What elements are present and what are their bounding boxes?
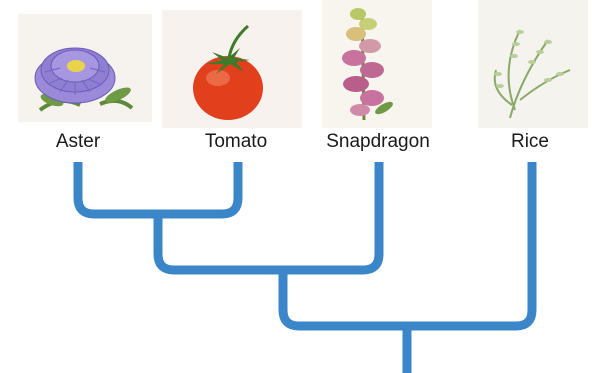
taxon-label-aster: Aster: [56, 130, 100, 154]
cladogram-branches: [78, 162, 532, 373]
branch-aster-tomato: [78, 162, 238, 214]
taxon-label-tomato: Tomato: [205, 130, 267, 154]
taxon-label-rice: Rice: [511, 130, 549, 154]
branch-clade-rice: [283, 162, 532, 326]
taxon-label-snapdragon: Snapdragon: [326, 130, 430, 154]
